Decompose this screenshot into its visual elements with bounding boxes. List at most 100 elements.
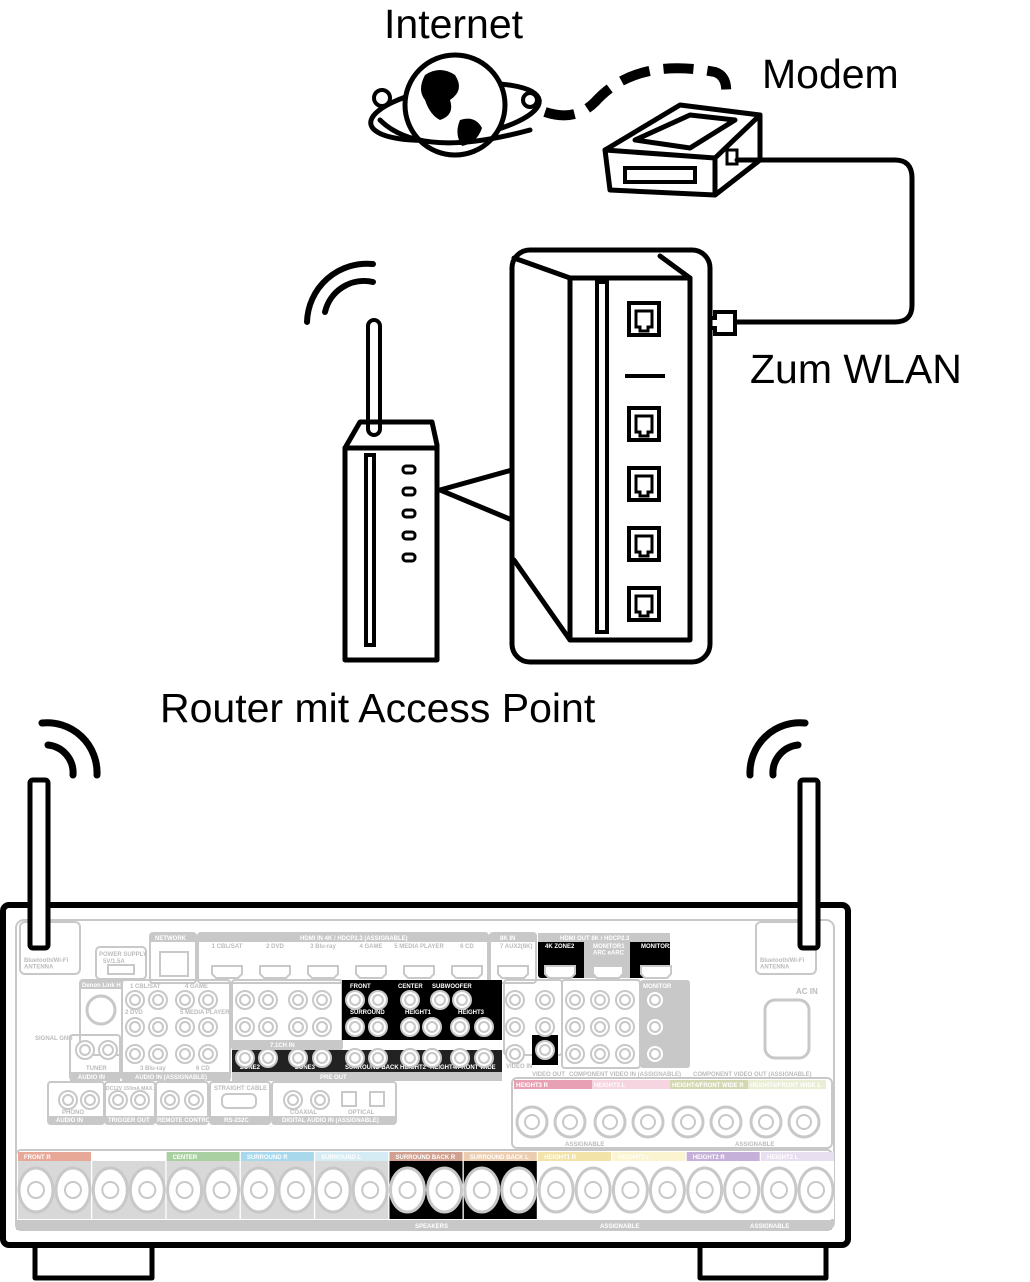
rca-jack[interactable]: [422, 1017, 442, 1037]
speaker-terminal[interactable]: [240, 1166, 278, 1214]
rca-jack[interactable]: [645, 990, 665, 1010]
speaker-terminal[interactable]: [203, 1166, 241, 1214]
hdmi-input-port[interactable]: [497, 965, 529, 979]
speaker-terminal[interactable]: [671, 1105, 705, 1139]
speaker-terminal[interactable]: [389, 1166, 426, 1214]
rca-jack[interactable]: [148, 1017, 168, 1037]
rca-jack[interactable]: [310, 1090, 330, 1110]
lan-port[interactable]: [627, 406, 661, 442]
lan-port[interactable]: [627, 586, 661, 622]
speaker-terminal[interactable]: [515, 1105, 549, 1139]
speaker-terminal[interactable]: [553, 1105, 587, 1139]
rca-jack[interactable]: [160, 1090, 180, 1110]
hdmi-input-port[interactable]: [403, 965, 435, 979]
lan-port[interactable]: [627, 466, 661, 502]
usb-port[interactable]: [107, 964, 135, 975]
rca-jack[interactable]: [235, 1048, 255, 1068]
speaker-terminal[interactable]: [723, 1166, 761, 1214]
speaker-terminal[interactable]: [351, 1166, 389, 1214]
rca-jack[interactable]: [288, 1048, 308, 1068]
rca-jack[interactable]: [615, 1017, 635, 1037]
antenna-left[interactable]: [27, 777, 51, 951]
denon-link-port[interactable]: [85, 994, 117, 1026]
rca-jack[interactable]: [565, 1044, 585, 1064]
rca-jack[interactable]: [312, 1048, 332, 1068]
rca-jack[interactable]: [565, 1017, 585, 1037]
rca-jack[interactable]: [312, 990, 332, 1010]
rca-jack[interactable]: [590, 990, 610, 1010]
rca-jack[interactable]: [125, 1017, 145, 1037]
rca-jack[interactable]: [368, 1017, 388, 1037]
speaker-terminal[interactable]: [277, 1166, 315, 1214]
rca-jack[interactable]: [288, 990, 308, 1010]
hdmi-output-port[interactable]: [544, 965, 576, 979]
speaker-terminal[interactable]: [91, 1166, 129, 1214]
rca-jack[interactable]: [175, 1044, 195, 1064]
hdmi-output-port[interactable]: [640, 965, 672, 979]
speaker-terminal[interactable]: [686, 1166, 724, 1214]
rca-jack[interactable]: [645, 1017, 665, 1037]
rca-jack[interactable]: [58, 1090, 78, 1110]
rca-jack[interactable]: [258, 990, 278, 1010]
rca-jack[interactable]: [565, 990, 585, 1010]
rca-jack[interactable]: [235, 990, 255, 1010]
rca-jack[interactable]: [175, 990, 195, 1010]
rca-jack[interactable]: [198, 1017, 218, 1037]
rs232c-port[interactable]: [221, 1093, 257, 1109]
rca-jack[interactable]: [345, 1048, 365, 1068]
rca-jack[interactable]: [505, 1017, 525, 1037]
speaker-terminal[interactable]: [166, 1166, 204, 1214]
rca-jack[interactable]: [148, 1044, 168, 1064]
hdmi-input-port[interactable]: [307, 965, 339, 979]
speaker-terminal[interactable]: [648, 1166, 686, 1214]
rca-jack[interactable]: [198, 990, 218, 1010]
rca-jack[interactable]: [615, 990, 635, 1010]
speaker-terminal[interactable]: [709, 1105, 743, 1139]
speaker-terminal[interactable]: [797, 1166, 835, 1214]
ac-in-socket[interactable]: [763, 998, 811, 1060]
network-port[interactable]: [159, 951, 189, 977]
rca-jack[interactable]: [505, 1044, 525, 1064]
rca-jack[interactable]: [283, 1090, 303, 1110]
optical-port[interactable]: [369, 1091, 385, 1107]
rca-jack[interactable]: [312, 1017, 332, 1037]
speaker-terminal[interactable]: [749, 1105, 783, 1139]
rca-jack[interactable]: [450, 1048, 470, 1068]
speaker-terminal[interactable]: [426, 1166, 463, 1214]
rca-jack[interactable]: [130, 1090, 150, 1110]
hdmi-input-port[interactable]: [355, 965, 387, 979]
speaker-terminal[interactable]: [611, 1166, 649, 1214]
rca-jack[interactable]: [590, 1044, 610, 1064]
rca-jack[interactable]: [400, 990, 420, 1010]
speaker-terminal[interactable]: [463, 1166, 501, 1214]
rca-jack[interactable]: [175, 1017, 195, 1037]
speaker-terminal[interactable]: [787, 1105, 821, 1139]
rca-jack[interactable]: [125, 1044, 145, 1064]
rca-jack[interactable]: [184, 1090, 204, 1110]
rca-jack[interactable]: [535, 1017, 555, 1037]
antenna-right[interactable]: [797, 777, 821, 951]
rca-jack[interactable]: [430, 990, 450, 1010]
rca-jack[interactable]: [288, 1017, 308, 1037]
hdmi-output-port[interactable]: [592, 965, 624, 979]
rca-jack[interactable]: [474, 1048, 494, 1068]
rca-jack[interactable]: [590, 1017, 610, 1037]
lan-port[interactable]: [627, 526, 661, 562]
rca-jack[interactable]: [535, 1040, 555, 1060]
rca-jack[interactable]: [645, 1044, 665, 1064]
rca-jack[interactable]: [400, 1017, 420, 1037]
lan-port[interactable]: [627, 301, 661, 337]
rca-jack[interactable]: [452, 990, 472, 1010]
rca-jack[interactable]: [108, 1090, 128, 1110]
rca-jack[interactable]: [345, 1017, 365, 1037]
rca-jack[interactable]: [615, 1044, 635, 1064]
speaker-terminal[interactable]: [128, 1166, 166, 1214]
rca-jack[interactable]: [258, 1017, 278, 1037]
speaker-terminal[interactable]: [17, 1166, 55, 1214]
rca-jack[interactable]: [198, 1044, 218, 1064]
speaker-terminal[interactable]: [631, 1105, 665, 1139]
rca-jack[interactable]: [345, 990, 365, 1010]
speaker-terminal[interactable]: [54, 1166, 92, 1214]
speaker-terminal[interactable]: [593, 1105, 627, 1139]
rca-jack[interactable]: [474, 1017, 494, 1037]
